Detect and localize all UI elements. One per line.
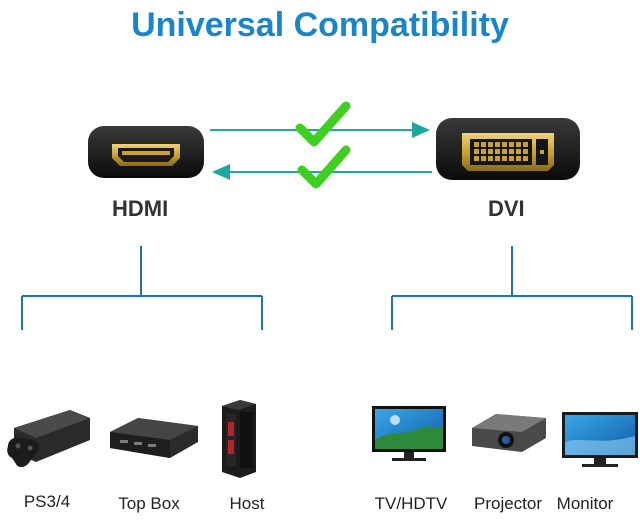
page-title: Universal Compatibility	[131, 6, 509, 44]
pc-tower-icon	[222, 400, 256, 478]
hdmi-connector-icon	[88, 126, 204, 178]
hdmi-label: HDMI	[112, 196, 169, 221]
device-label-ps: PS3/4	[23, 492, 71, 511]
set-top-box-icon	[110, 418, 198, 458]
tv-icon	[372, 406, 446, 461]
device-label-tv: TV/HDTV	[374, 494, 448, 513]
monitor-icon	[562, 412, 638, 467]
right-branch-lines	[391, 246, 633, 330]
device-label-projector: Projector	[473, 494, 543, 513]
game-console-icon	[7, 410, 90, 467]
dvi-label: DVI	[488, 196, 525, 221]
device-label-host: Host	[229, 494, 265, 513]
check-icon	[297, 145, 351, 189]
left-branch-lines	[21, 246, 263, 330]
check-icon	[295, 101, 351, 147]
projector-icon	[472, 414, 546, 452]
device-label-monitor: Monitor	[556, 494, 614, 513]
device-label-top-box: Top Box	[118, 494, 180, 513]
dvi-connector-icon	[436, 118, 580, 180]
